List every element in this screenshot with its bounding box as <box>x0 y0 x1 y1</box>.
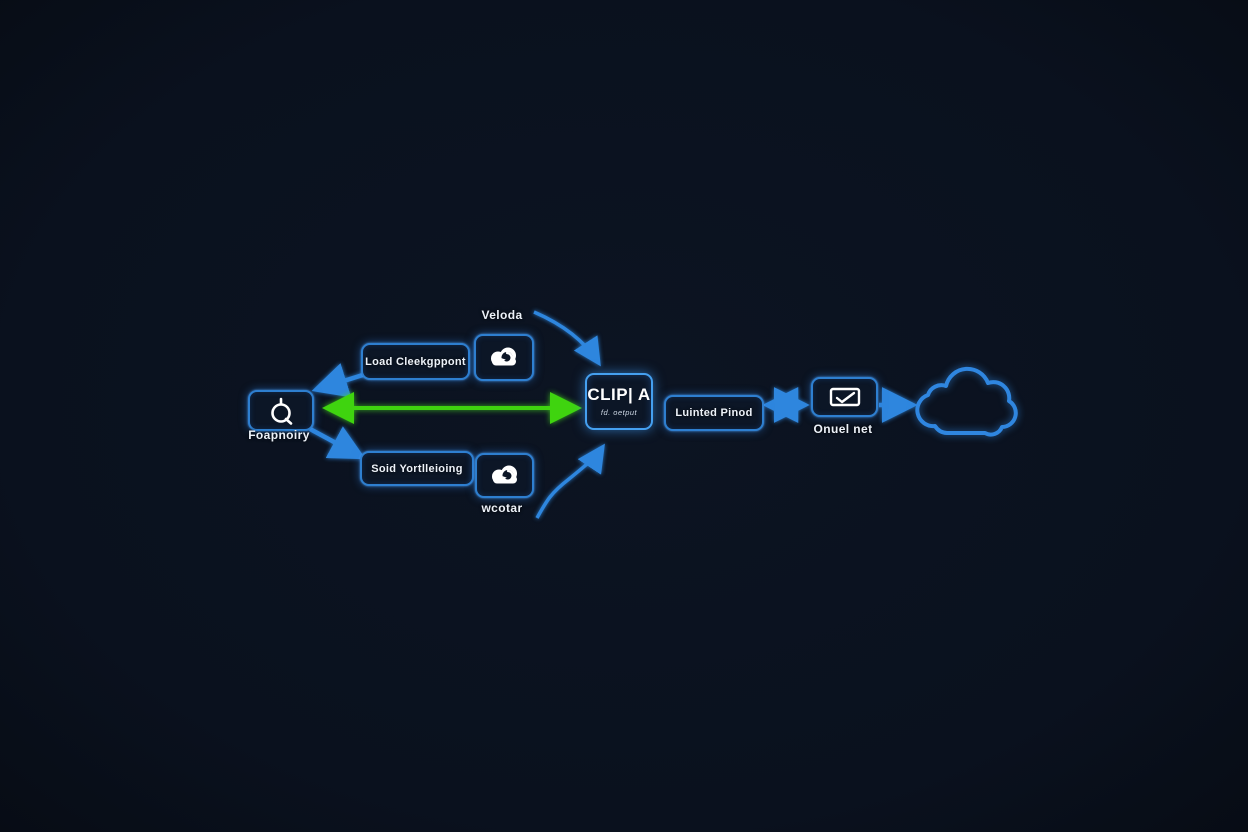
cloud-outline-icon <box>915 366 1018 437</box>
encoder-top-caption: Veloda <box>481 308 523 322</box>
cloud-sync-icon <box>491 347 516 366</box>
clip-subtitle: fd. oetput <box>600 408 638 418</box>
encoder-top-node <box>474 334 534 381</box>
linked-pinod-node: Luinted Pinod <box>664 395 764 431</box>
linked-pinod-label: Luinted Pinod <box>675 407 753 419</box>
clip-node: CLIP| A fd. oetput <box>585 373 653 430</box>
load-checkpoint-node: Load Cleekgppont <box>361 343 470 380</box>
arrow-wcotar-to-clip <box>535 443 605 519</box>
inbox-net-label: Onuel net <box>813 422 873 436</box>
repository-label: Foapnoiry <box>248 428 310 442</box>
arrow-veloda-to-clip <box>533 310 601 367</box>
tokenizer-node: Soid Yortlleioing <box>360 451 474 486</box>
tokenizer-label: Soid Yortlleioing <box>371 462 463 475</box>
encoder-bottom-caption: wcotar <box>481 501 523 515</box>
cloud-sync-icon <box>491 465 517 484</box>
clip-title: CLIP| A <box>587 384 651 404</box>
inbox-net-node <box>811 377 878 417</box>
repository-node <box>248 390 314 431</box>
tray-check-icon <box>829 387 860 407</box>
load-checkpoint-label: Load Cleekgppont <box>365 355 466 368</box>
q-glyph-icon <box>271 397 293 425</box>
encoder-bottom-node <box>475 453 534 498</box>
